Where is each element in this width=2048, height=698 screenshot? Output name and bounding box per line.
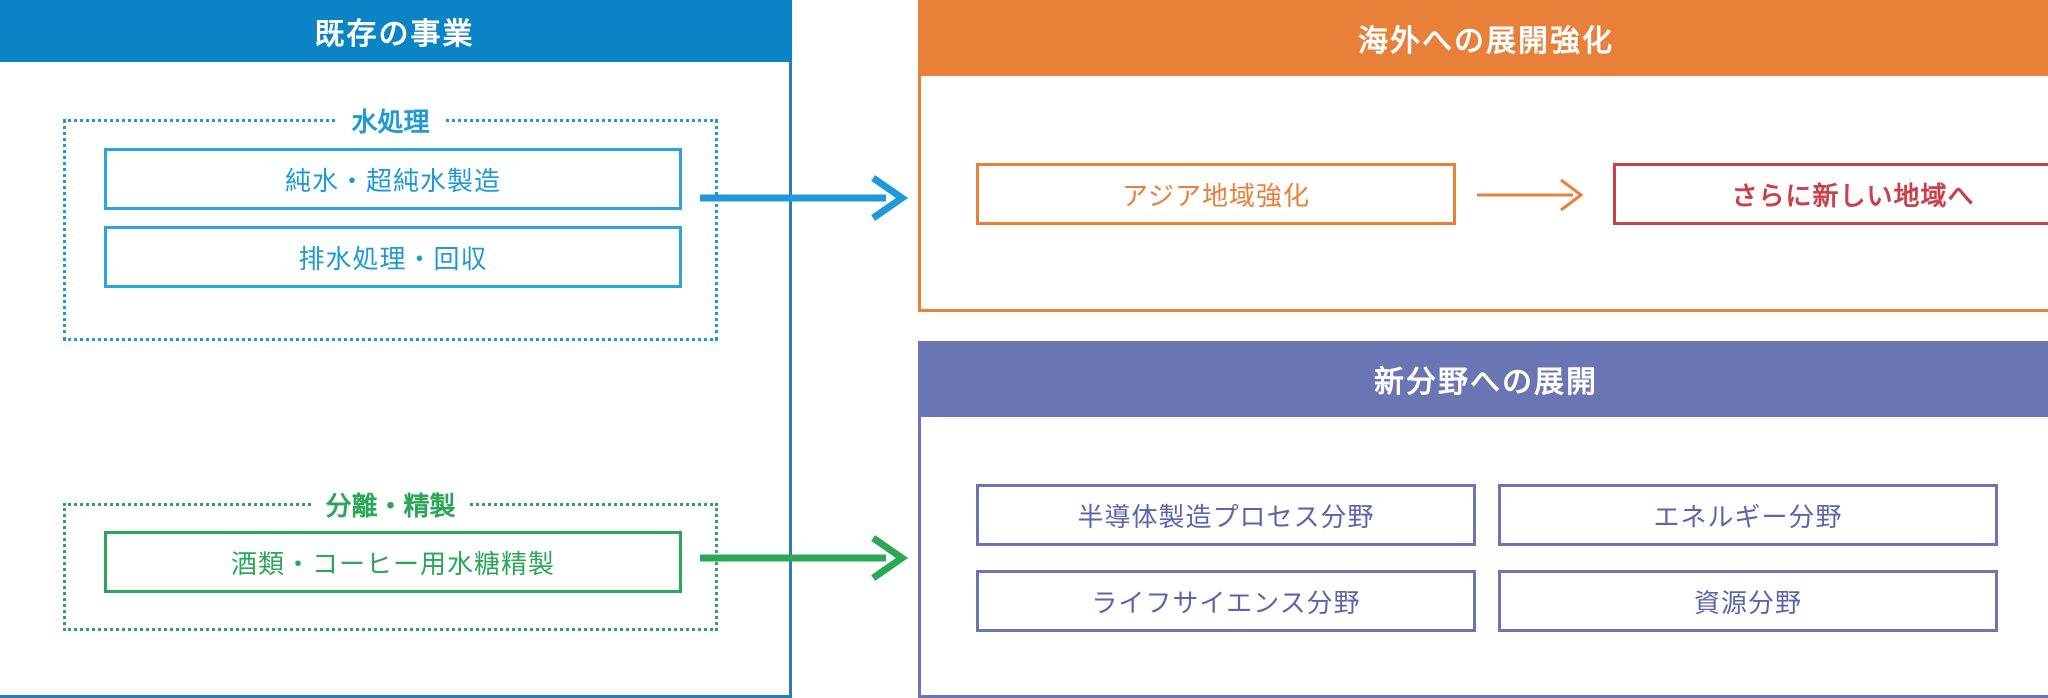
- item-wastewater-treatment-recovery[interactable]: 排水処理・回収: [104, 226, 682, 288]
- panel-overseas-expansion-title: 海外への展開強化: [918, 0, 2048, 76]
- arrow-water-to-overseas-icon: [700, 175, 910, 221]
- group-separation-refining-label: 分離・精製: [311, 486, 470, 523]
- group-separation-refining: 分離・精製 酒類・コーヒー用水糖精製: [63, 486, 718, 631]
- field-semiconductor-process[interactable]: 半導体製造プロセス分野: [976, 484, 1476, 546]
- field-life-science[interactable]: ライフサイエンス分野: [976, 570, 1476, 632]
- arrow-asia-to-new-region-icon: [1473, 175, 1593, 215]
- panel-existing-business-title: 既存の事業: [0, 0, 792, 62]
- box-further-new-regions[interactable]: さらに新しい地域へ: [1613, 163, 2048, 225]
- new-field-grid: 半導体製造プロセス分野 エネルギー分野 ライフサイエンス分野 資源分野: [976, 484, 1998, 632]
- panel-new-field-expansion-title: 新分野への展開: [918, 341, 2048, 417]
- field-resources[interactable]: 資源分野: [1498, 570, 1998, 632]
- panel-new-field-expansion: 新分野への展開 半導体製造プロセス分野 エネルギー分野 ライフサイエンス分野 資…: [918, 341, 2048, 698]
- field-energy[interactable]: エネルギー分野: [1498, 484, 1998, 546]
- group-water-treatment-label: 水処理: [337, 102, 444, 139]
- item-pure-water-manufacturing[interactable]: 純水・超純水製造: [104, 148, 682, 210]
- group-water-treatment: 水処理 純水・超純水製造 排水処理・回収: [63, 102, 718, 341]
- panel-overseas-expansion: 海外への展開強化 アジア地域強化 さらに新しい地域へ: [918, 0, 2048, 312]
- box-asia-region-strengthening[interactable]: アジア地域強化: [976, 163, 1456, 225]
- item-liquor-coffee-sugar-refining[interactable]: 酒類・コーヒー用水糖精製: [104, 531, 682, 593]
- panel-existing-business: 既存の事業 水処理 純水・超純水製造 排水処理・回収 分離・精製 酒類・コーヒー…: [0, 0, 792, 698]
- arrow-separation-to-newfield-icon: [700, 535, 910, 581]
